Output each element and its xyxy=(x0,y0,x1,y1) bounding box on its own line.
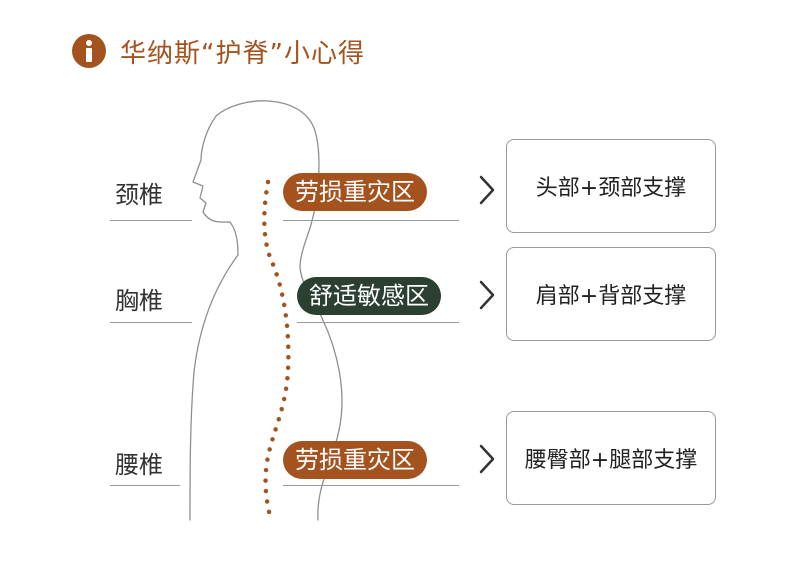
tag-underline-lumbar xyxy=(283,485,459,486)
face-profile xyxy=(192,115,239,256)
zone-underline-cervical xyxy=(110,220,192,221)
chevron-right-icon xyxy=(479,444,495,474)
zone-tag-cervical: 劳损重灾区 xyxy=(283,173,427,211)
zone-tag-thoracic: 舒适敏感区 xyxy=(297,277,441,315)
tag-underline-cervical xyxy=(283,220,459,221)
info-icon xyxy=(72,34,106,68)
zone-label-cervical: 颈椎 xyxy=(115,181,163,209)
zone-label-lumbar: 腰椎 xyxy=(115,451,163,479)
header: 华纳斯“护脊”小心得 xyxy=(72,33,365,69)
zone-tag-lumbar: 劳损重灾区 xyxy=(283,441,427,479)
zone-underline-thoracic xyxy=(110,322,192,323)
back-outline xyxy=(317,317,343,521)
support-box-lumbar: 腰臀部+腿部支撑 xyxy=(506,411,716,505)
chevron-right-icon xyxy=(479,175,495,205)
zone-label-thoracic: 胸椎 xyxy=(115,287,163,315)
tag-underline-thoracic xyxy=(297,322,459,323)
page-title: 华纳斯“护脊”小心得 xyxy=(120,38,365,69)
support-box-thoracic: 肩部+背部支撑 xyxy=(506,247,716,341)
front-outline xyxy=(189,254,239,521)
support-box-cervical: 头部+颈部支撑 xyxy=(506,139,716,233)
zone-underline-lumbar xyxy=(110,485,180,486)
chevron-right-icon xyxy=(479,280,495,310)
spine-dots xyxy=(262,179,291,519)
